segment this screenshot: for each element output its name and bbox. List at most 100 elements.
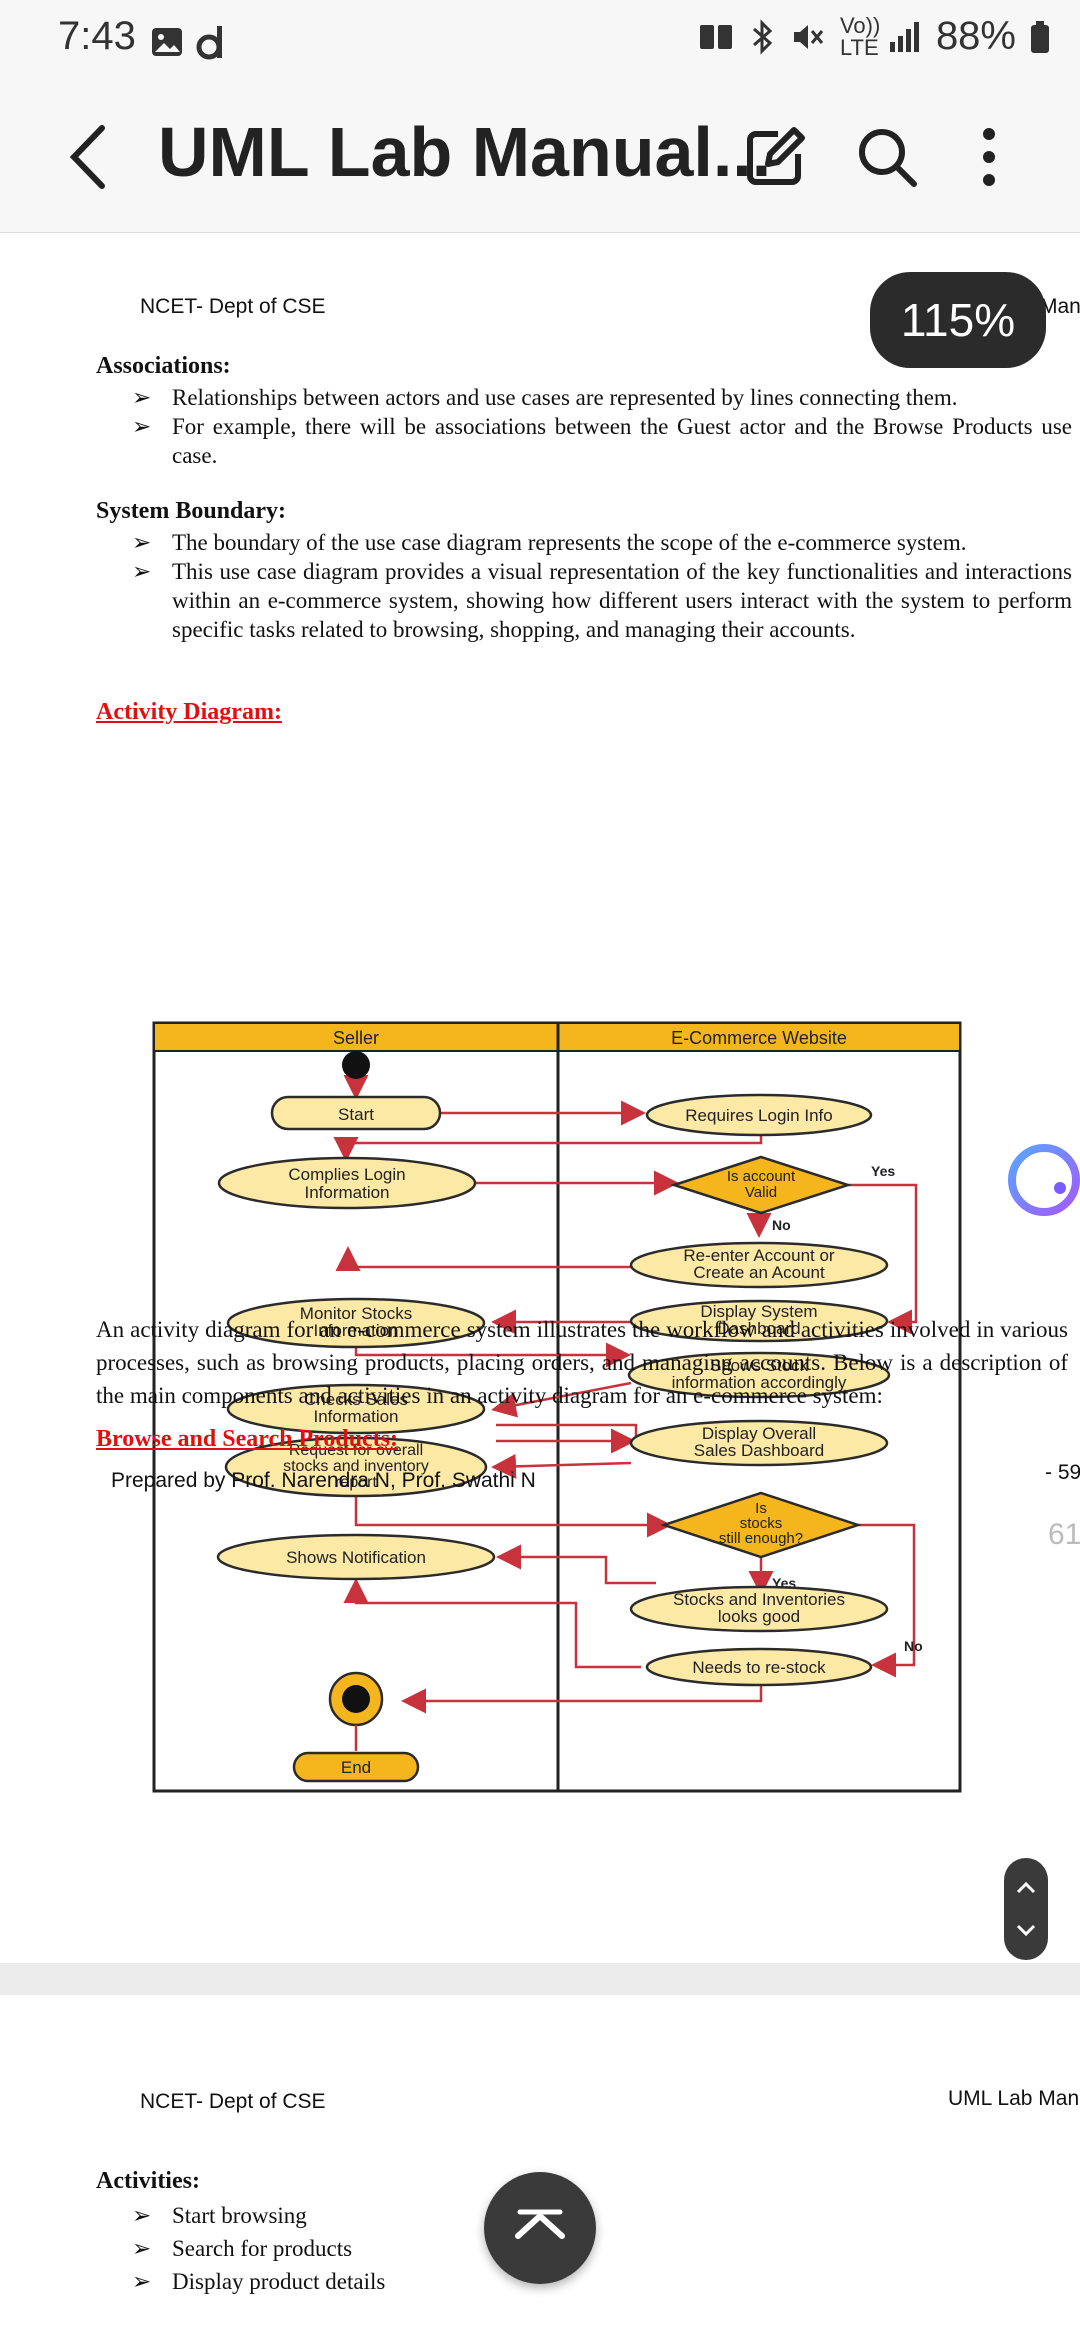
activity-diagram-heading: Activity Diagram:	[96, 699, 282, 725]
lane-header-left	[153, 1022, 559, 1052]
node-display-sales	[629, 1419, 889, 1467]
chevron-up-icon[interactable]	[1004, 1862, 1048, 1912]
guard-no: No	[772, 1217, 791, 1233]
node-label: looks good	[718, 1607, 800, 1626]
page-header-left: NCET- Dept of CSE	[140, 295, 326, 318]
volte-indicator: Vo)) LTE	[839, 12, 881, 60]
node-stocks-good	[629, 1585, 889, 1633]
document-title: UML Lab Manual...	[158, 113, 772, 191]
initial-node	[342, 1051, 370, 1079]
d-app-icon	[196, 26, 222, 60]
search-icon[interactable]	[852, 122, 922, 192]
bullet-item: ➢For example, there will be associations…	[132, 414, 1072, 468]
bullet-item: ➢Start browsing	[132, 2203, 307, 2228]
node-label: Information	[304, 1183, 389, 1202]
node-needs-restock	[645, 1647, 873, 1687]
flow-edges	[333, 1075, 918, 1714]
node-label: Request for overall	[289, 1442, 423, 1459]
page-number: - 59	[1045, 1461, 1080, 1484]
signal-icon	[889, 21, 919, 52]
node-shows-stock	[627, 1351, 891, 1399]
bullet-item: ➢Display product details	[132, 2269, 386, 2294]
chevron-down-icon[interactable]	[1004, 1906, 1048, 1956]
page-footer: Prepared by Prof. Narendra N, Prof. Swat…	[111, 1469, 536, 1492]
node-label: Needs to re-stock	[692, 1658, 826, 1677]
node-label: report	[335, 1474, 377, 1491]
lane-label-website: E-Commerce Website	[671, 1028, 847, 1048]
node-monitor-stocks	[226, 1297, 486, 1349]
mute-icon	[793, 24, 824, 49]
bullet-item: ➢Relationships between actors and use ca…	[132, 385, 958, 410]
document-page-next[interactable]: NCET- Dept of CSE UML Lab Manu Activitie…	[0, 1995, 1080, 2340]
node-label: Information	[313, 1407, 398, 1426]
bluetooth-icon	[752, 18, 773, 55]
bullet-item: ➢This use case diagram provides a visual…	[132, 559, 1072, 642]
battery-icon	[1031, 20, 1049, 53]
book-icon	[699, 24, 732, 49]
node-label: Create an Acount	[693, 1263, 825, 1282]
node-label: End	[341, 1758, 371, 1777]
guard-yes: Yes	[871, 1163, 895, 1179]
next-page-number: 61	[1048, 1518, 1080, 1551]
node-label: Checks Sales	[304, 1390, 408, 1409]
activities-heading: Activities:	[96, 2168, 200, 2194]
node-label: Complies Login	[288, 1165, 405, 1184]
page-scroller[interactable]	[1004, 1858, 1048, 1960]
node-label: Display Overall	[702, 1424, 816, 1443]
node-label: stocks	[740, 1515, 783, 1532]
edit-icon[interactable]	[740, 122, 810, 192]
node-label: Shows Stock	[710, 1356, 809, 1375]
activity-diagram: Seller E-Commerce Website Yes No	[152, 1021, 962, 1793]
node-label: Requires Login Info	[685, 1106, 832, 1125]
assistant-bubble-icon[interactable]	[1004, 1140, 1080, 1220]
system-icons: Vo)) LTE 88%	[698, 14, 1050, 59]
bullet-item: ➢The boundary of the use case diagram re…	[132, 530, 967, 555]
node-label: information accordingly	[672, 1373, 847, 1392]
node-reenter-account	[629, 1241, 889, 1289]
decision-account-valid	[669, 1155, 853, 1215]
chevron-up-icon	[515, 2209, 565, 2239]
node-label: Re-enter Account or	[683, 1246, 835, 1265]
intro-paragraph: An activity diagram for an e-commerce sy…	[96, 1317, 1068, 1408]
zoom-badge: 115%	[870, 272, 1046, 368]
node-label: Monitor Stocks	[300, 1304, 412, 1323]
guard-no: No	[904, 1638, 923, 1654]
node-label: Is	[755, 1500, 767, 1517]
battery-percent: 88%	[935, 14, 1016, 58]
system-boundary-heading: System Boundary:	[96, 498, 287, 524]
node-label: Display System	[700, 1302, 817, 1321]
node-label: Shows Notification	[286, 1548, 426, 1567]
decision-stocks-enough	[660, 1491, 862, 1559]
lane-header-right	[557, 1022, 961, 1052]
status-bar: 7:43 Vo)) LTE 88%	[0, 0, 1080, 80]
node-label: Information	[313, 1321, 398, 1340]
node-requires-login	[645, 1093, 873, 1137]
notification-icons	[150, 22, 226, 62]
node-label: still enough?	[719, 1530, 803, 1547]
gallery-icon	[152, 28, 182, 56]
node-display-dashboard	[629, 1299, 889, 1343]
scroll-to-top-button[interactable]	[484, 2172, 596, 2284]
node-label: Stocks and Inventories	[673, 1590, 845, 1609]
node-label: Is account	[727, 1168, 796, 1185]
document-page[interactable]: NCET- Dept of CSE Manu Associations: ➢Re…	[0, 233, 1080, 1963]
back-icon[interactable]	[60, 122, 120, 192]
more-vert-icon[interactable]	[954, 122, 1024, 192]
node-start	[270, 1095, 442, 1131]
clock: 7:43	[58, 14, 136, 58]
node-label: Start	[338, 1105, 374, 1124]
browse-heading: Browse and Search Products:	[96, 1426, 399, 1452]
node-shows-notification	[216, 1533, 496, 1581]
node-label: Dashboard	[717, 1319, 800, 1338]
node-end	[292, 1751, 420, 1783]
node-checks-sales	[226, 1383, 486, 1435]
node-label: Valid	[745, 1184, 777, 1201]
bullet-item: ➢Search for products	[132, 2236, 353, 2261]
app-bar: UML Lab Manual...	[0, 80, 1080, 233]
associations-heading: Associations:	[96, 353, 231, 379]
node-request-report	[224, 1436, 488, 1498]
node-label: Sales Dashboard	[694, 1441, 824, 1460]
node-complies-login	[217, 1156, 477, 1210]
page-header-right: Manu	[1040, 295, 1080, 318]
node-label: stocks and inventory	[283, 1458, 429, 1475]
